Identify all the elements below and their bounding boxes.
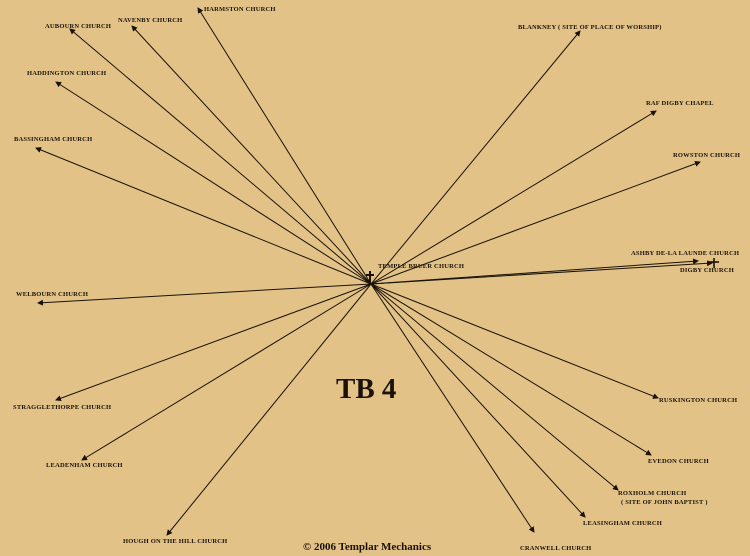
label-hough: HOUGH ON THE HILL CHURCH <box>123 538 228 545</box>
label-stragglethorpe: STRAGGLETHORPE CHURCH <box>13 404 112 411</box>
line-to-ruskington <box>370 283 659 399</box>
line-to-bassingham <box>35 147 372 285</box>
line-to-blankney <box>370 30 581 285</box>
label-ruskington: RUSKINGTON CHURCH <box>659 397 738 404</box>
line-to-aubourn <box>69 28 372 285</box>
label-roxholm: ROXHOLM CHURCH <box>618 490 687 497</box>
line-to-cranwell <box>370 283 535 533</box>
line-to-leasingham <box>370 283 586 518</box>
label-leasingham: LEASINGHAM CHURCH <box>583 520 663 527</box>
label-ashby: ASHBY DE-LA LAUNDE CHURCH <box>631 250 740 257</box>
label-rowston: ROWSTON CHURCH <box>673 152 741 159</box>
copyright-text: © 2006 Templar Mechanics <box>303 541 432 553</box>
label-welbourn: WELBOURN CHURCH <box>16 291 89 298</box>
label-roxholm-sub: ( SITE OF JOHN BAPTIST ) <box>621 499 708 506</box>
line-to-rowston <box>370 160 701 285</box>
label-cranwell: CRANWELL CHURCH <box>520 545 592 552</box>
center-label: TEMPLE BRUER CHURCH <box>378 263 465 270</box>
temple-bruer-cross-icon <box>366 271 374 285</box>
label-aubourn: AUBOURN CHURCH <box>45 23 112 30</box>
line-to-digby <box>370 260 713 285</box>
line-to-stragglethorpe <box>55 283 372 402</box>
label-leadenham: LEADENHAM CHURCH <box>46 462 123 469</box>
line-to-harmston <box>197 7 372 285</box>
line-to-welbourn <box>37 283 372 306</box>
digby-cross-icon <box>709 258 719 268</box>
line-to-evedon <box>370 283 652 456</box>
label-navenby: NAVENBY CHURCH <box>118 17 183 24</box>
label-evedon: EVEDON CHURCH <box>648 458 709 465</box>
label-bassingham: BASSINGHAM CHURCH <box>14 136 93 143</box>
label-blankney: BLANKNEY ( SITE OF PLACE OF WORSHIP) <box>518 24 662 31</box>
line-to-leadenham <box>81 283 372 461</box>
line-to-rafdigby <box>370 110 657 285</box>
line-to-roxholm <box>370 283 619 491</box>
label-haddington: HADDINGTON CHURCH <box>27 70 107 77</box>
label-harmston: HARMSTON CHURCH <box>204 6 276 13</box>
diagram-title: TB 4 <box>336 373 397 405</box>
line-to-navenby <box>131 25 372 285</box>
line-to-haddington <box>55 81 372 285</box>
label-digby: DIGBY CHURCH <box>680 267 734 274</box>
label-rafdigby: RAF DIGBY CHAPEL <box>646 100 714 107</box>
line-to-hough <box>166 283 372 536</box>
